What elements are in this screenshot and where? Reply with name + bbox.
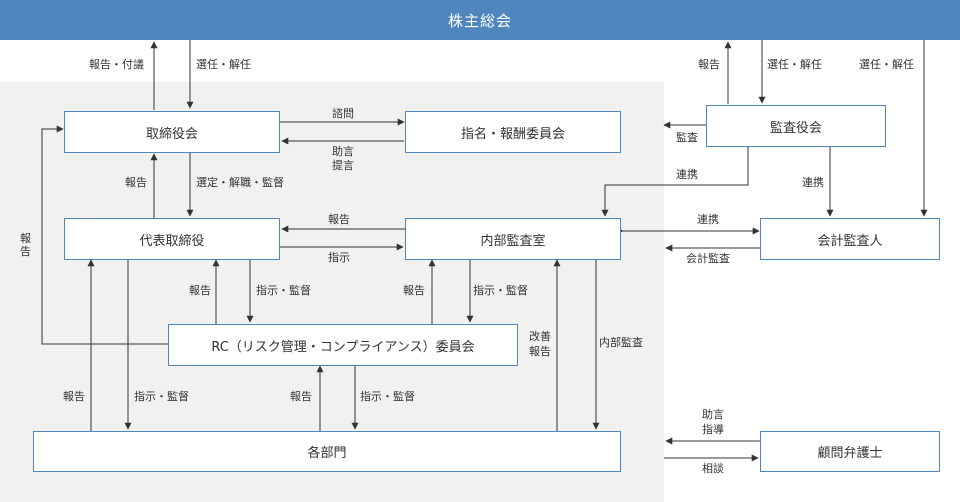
label-report-president-board: 報告	[125, 176, 147, 189]
nomination-committee-box: 指名・報酬委員会	[405, 111, 621, 153]
internal-audit-label: 内部監査室	[480, 233, 546, 249]
audit-board-label: 監査役会	[769, 120, 822, 136]
label-consultation: 相談	[702, 462, 724, 475]
label-instruct-supervise-president-depts: 指示・監督	[134, 390, 189, 403]
departments-label: 各部門	[307, 446, 347, 461]
label-accounting-audit: 会計監査	[686, 252, 730, 265]
label-appoint-dismiss-board: 選任・解任	[196, 58, 251, 71]
accounting-auditor-label: 会計監査人	[817, 233, 883, 249]
label-instruct-supervise-rc-depts: 指示・監督	[360, 390, 415, 403]
label-internal-audit: 内部監査	[599, 336, 643, 349]
label-report-side: 報告	[20, 232, 31, 258]
label-report-auditboard: 報告	[698, 58, 720, 71]
label-report-internal-president: 報告	[328, 213, 350, 226]
board-of-directors-label: 取締役会	[145, 126, 198, 142]
label-advice-guide-1: 助言	[702, 408, 724, 421]
board-of-directors-box: 取締役会	[64, 111, 280, 153]
label-advice-2: 提言	[332, 159, 354, 172]
label-improve-1: 改善	[529, 330, 551, 343]
label-report-depts-rc: 報告	[290, 390, 312, 403]
label-report-depts-president: 報告	[63, 390, 85, 403]
label-report-rc-president: 報告	[189, 284, 211, 297]
arrow-rc-to-board	[41, 125, 168, 345]
label-appoint-dismiss-accounting: 選任・解任	[859, 58, 914, 71]
nomination-committee-label: 指名・報酬委員会	[460, 126, 565, 142]
president-box: 代表取締役	[64, 218, 280, 260]
legal-advisor-label: 顧問弁護士	[817, 446, 883, 461]
accounting-auditor-box: 会計監査人	[760, 218, 940, 260]
label-cooperation-auditboard-internal: 連携	[676, 168, 698, 181]
label-advice-1: 助言	[332, 145, 354, 158]
shareholders-meeting-header: 株主総会	[0, 0, 960, 40]
label-audit: 監査	[676, 131, 698, 144]
label-cooperation-auditboard-accounting: 連携	[802, 176, 824, 189]
label-appoint-dismiss-auditboard: 選任・解任	[767, 58, 822, 71]
label-consult: 諮問	[332, 107, 354, 120]
label-advice-guide-2: 指導	[702, 423, 724, 436]
departments-box: 各部門	[33, 431, 621, 472]
rc-committee-label: RC（リスク管理・コンプライアンス）委員会	[211, 339, 475, 355]
label-improve-2: 報告	[529, 345, 551, 358]
legal-advisor-box: 顧問弁護士	[760, 431, 940, 472]
internal-audit-box: 内部監査室	[405, 218, 621, 260]
audit-board-box: 監査役会	[706, 105, 886, 147]
rc-committee-box: RC（リスク管理・コンプライアンス）委員会	[168, 324, 518, 366]
label-report-proposal: 報告・付議	[89, 58, 144, 71]
header-title: 株主総会	[447, 11, 512, 30]
label-instruct-supervise-rc: 指示・監督	[256, 284, 311, 297]
label-report-rc-internal: 報告	[403, 284, 425, 297]
president-label: 代表取締役	[139, 233, 205, 249]
label-select-dismiss-supervise: 選定・解職・監督	[196, 176, 284, 189]
label-instruct-supervise-internal-rc: 指示・監督	[473, 284, 528, 297]
label-cooperation-internal-accounting: 連携	[697, 213, 719, 226]
arrow-auditboard-internalaudit	[601, 141, 752, 217]
label-instruct: 指示	[328, 251, 350, 264]
